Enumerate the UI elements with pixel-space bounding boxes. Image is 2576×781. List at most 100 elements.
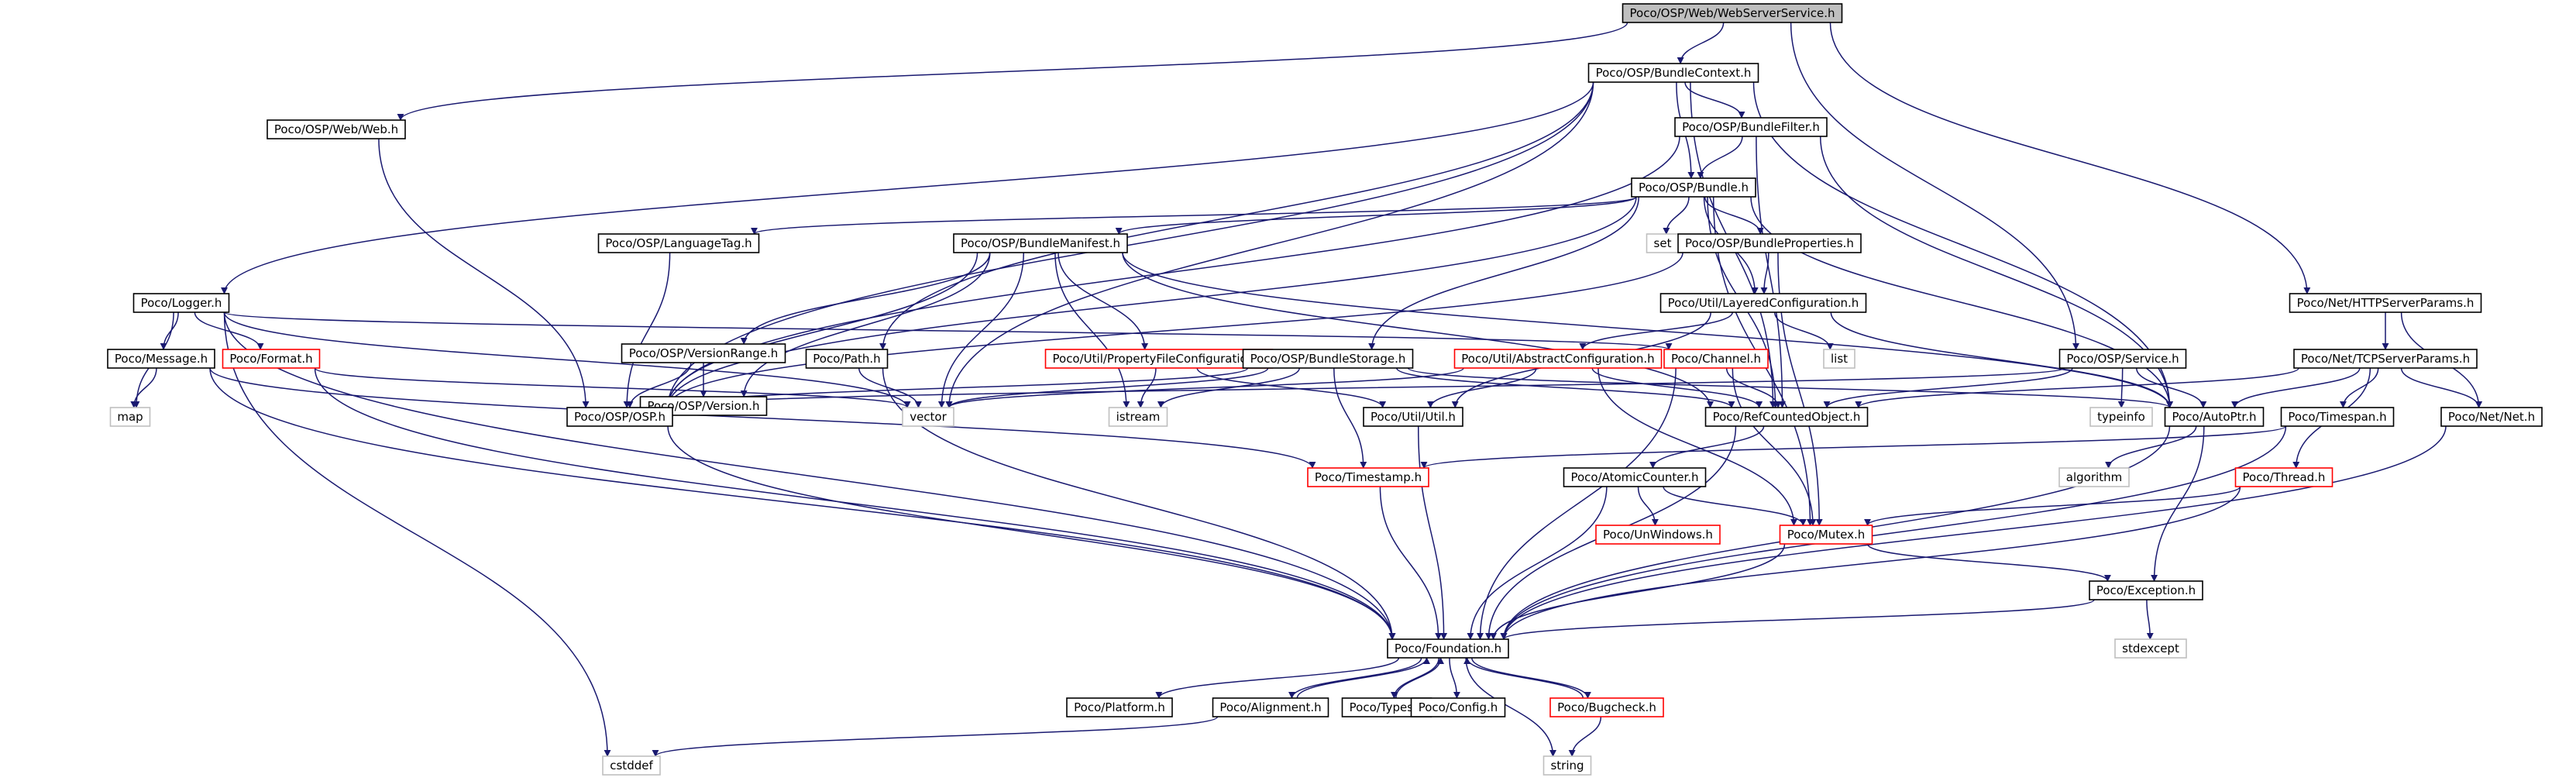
node-exception[interactable]: Poco/Exception.h <box>2089 580 2203 600</box>
node-label: Poco/Alignment.h <box>1219 700 1321 714</box>
node-box <box>621 343 786 363</box>
node-stdexcept: stdexcept <box>2114 638 2187 659</box>
edge-tcpparams-to-neth <box>2400 367 2483 408</box>
node-list: list <box>1823 349 1855 369</box>
node-alignment[interactable]: Poco/Alignment.h <box>1212 697 1329 717</box>
node-langtag[interactable]: Poco/OSP/LanguageTag.h <box>597 233 760 253</box>
node-refcounted[interactable]: Poco/RefCountedObject.h <box>1704 407 1869 427</box>
edge-osp-to-foundation <box>667 425 1396 640</box>
node-tcpparams[interactable]: Poco/Net/TCPServerParams.h <box>2293 349 2478 369</box>
node-label: Poco/Mutex.h <box>1787 528 1866 542</box>
edge-atomic-to-unwin <box>1637 486 1659 526</box>
node-foundation[interactable]: Poco/Foundation.h <box>1387 638 1509 659</box>
edge-bstorage-to-istream <box>1157 367 1300 408</box>
node-box <box>2089 580 2203 600</box>
edge-bmanifest-to-propfile <box>1058 252 1149 350</box>
node-label: list <box>1831 352 1848 366</box>
node-service[interactable]: Poco/OSP/Service.h <box>2058 349 2187 369</box>
node-neth[interactable]: Poco/Net/Net.h <box>2440 407 2543 427</box>
node-box <box>2289 293 2482 313</box>
node-label: Poco/Timestamp.h <box>1315 470 1422 484</box>
node-path[interactable]: Poco/Path.h <box>805 349 889 369</box>
node-box <box>2089 407 2153 427</box>
node-box <box>597 233 760 253</box>
edge-atomic-to-mutex <box>1663 486 1807 526</box>
node-bctx[interactable]: Poco/OSP/BundleContext.h <box>1587 63 1759 83</box>
node-bugcheck[interactable]: Poco/Bugcheck.h <box>1549 697 1664 717</box>
node-bundle[interactable]: Poco/OSP/Bundle.h <box>1631 177 1756 198</box>
node-bstorage[interactable]: Poco/OSP/BundleStorage.h <box>1242 349 1414 369</box>
node-map: map <box>109 407 151 427</box>
node-box <box>109 407 151 427</box>
node-bprops[interactable]: Poco/OSP/BundleProperties.h <box>1677 233 1862 253</box>
node-format[interactable]: Poco/Format.h <box>222 349 321 369</box>
node-box <box>566 407 673 427</box>
node-absconf[interactable]: Poco/Util/AbstractConfiguration.h <box>1453 349 1663 369</box>
node-box <box>2058 467 2130 487</box>
edge-bstorage-to-timestamp <box>1333 367 1367 469</box>
node-httpparams[interactable]: Poco/Net/HTTPServerParams.h <box>2289 293 2482 313</box>
node-label: Poco/Thread.h <box>2243 470 2326 484</box>
node-box <box>1663 349 1769 369</box>
edge-ws-to-httpparams <box>1829 22 2311 294</box>
node-ws[interactable]: Poco/OSP/Web/WebServerService.h <box>1622 3 1843 23</box>
node-timestamp[interactable]: Poco/Timestamp.h <box>1307 467 1429 487</box>
node-box <box>1622 3 1843 23</box>
node-label: Poco/Bugcheck.h <box>1557 700 1656 714</box>
node-mutex[interactable]: Poco/Mutex.h <box>1779 525 1873 545</box>
node-box <box>1108 407 1168 427</box>
edge-bprops-to-osp <box>664 252 1684 408</box>
node-unwin[interactable]: Poco/UnWindows.h <box>1595 525 1721 545</box>
node-box <box>1066 697 1173 717</box>
node-label: string <box>1550 759 1584 772</box>
node-box <box>902 407 954 427</box>
edge-bstorage-to-vector <box>945 367 1269 408</box>
edge-foundation-to-config <box>1449 657 1460 699</box>
node-timespan[interactable]: Poco/Timespan.h <box>2280 407 2395 427</box>
node-vrange[interactable]: Poco/OSP/VersionRange.h <box>621 343 786 363</box>
edge-thread-to-mutex <box>1864 486 2241 526</box>
node-layered[interactable]: Poco/Util/LayeredConfiguration.h <box>1659 293 1867 313</box>
node-string: string <box>1543 755 1592 776</box>
node-label: Poco/OSP/Bundle.h <box>1639 181 1749 194</box>
node-label: Poco/OSP/BundleStorage.h <box>1250 352 1406 366</box>
edge-service-to-typeinfo <box>2117 367 2125 408</box>
node-label: Poco/OSP/BundleContext.h <box>1596 66 1752 80</box>
node-box <box>1595 525 1721 545</box>
edge-layered-to-autoptr <box>1830 311 2173 408</box>
node-box <box>1242 349 1414 369</box>
node-label: Poco/OSP/Version.h <box>647 399 759 413</box>
node-platform[interactable]: Poco/Platform.h <box>1066 697 1173 717</box>
node-config[interactable]: Poco/Config.h <box>1410 697 1506 717</box>
node-label: Poco/OSP/Web/Web.h <box>274 122 398 136</box>
edge-message-to-timestamp <box>209 367 1316 469</box>
edge-timestamp-to-foundation <box>1379 486 1443 640</box>
node-web[interactable]: Poco/OSP/Web/Web.h <box>267 119 406 139</box>
node-autoptr[interactable]: Poco/AutoPtr.h <box>2164 407 2265 427</box>
edge-bundle-to-bprops <box>1704 196 1764 235</box>
node-utilh[interactable]: Poco/Util/Util.h <box>1363 407 1463 427</box>
node-bmanifest[interactable]: Poco/OSP/BundleManifest.h <box>953 233 1128 253</box>
node-box <box>953 233 1128 253</box>
edge-channel-to-mutex <box>1732 367 1817 526</box>
edge-service-to-osp <box>665 367 2065 408</box>
edge-logger-to-vector <box>223 311 911 408</box>
node-label: algorithm <box>2066 470 2122 484</box>
node-logger[interactable]: Poco/Logger.h <box>132 293 230 313</box>
node-channel[interactable]: Poco/Channel.h <box>1663 349 1769 369</box>
node-bfilter[interactable]: Poco/OSP/BundleFilter.h <box>1674 117 1828 137</box>
node-box <box>805 349 889 369</box>
edge-bctx-to-autoptr <box>1752 81 2173 408</box>
edge-langtag-to-osp <box>623 252 671 408</box>
edge-autoptr-to-exception <box>2151 425 2205 582</box>
node-message[interactable]: Poco/Message.h <box>107 349 215 369</box>
node-osp[interactable]: Poco/OSP/OSP.h <box>566 407 673 427</box>
node-atomic[interactable]: Poco/AtomicCounter.h <box>1563 467 1707 487</box>
node-box <box>2440 407 2543 427</box>
edge-foundation-to-alignment <box>1288 657 1422 699</box>
edge-autoptr-to-algorithm <box>2105 425 2197 469</box>
node-propfile[interactable]: Poco/Util/PropertyFileConfiguration.h <box>1044 349 1274 369</box>
node-thread[interactable]: Poco/Thread.h <box>2234 467 2334 487</box>
node-box <box>1549 697 1664 717</box>
